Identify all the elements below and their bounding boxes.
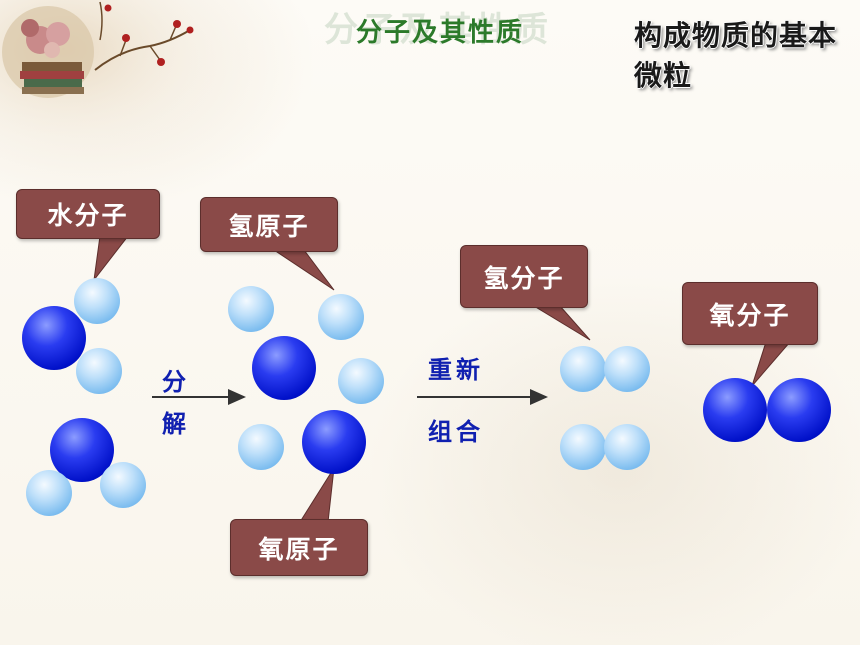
hydrogen-molecule-1-atom-a bbox=[560, 346, 606, 392]
callout-tail-hydrogen-molecule bbox=[532, 305, 591, 341]
decompose-label-line-1: 分 bbox=[162, 367, 190, 396]
callout-tail-water bbox=[93, 235, 130, 282]
recombine-label-line-1: 重新 bbox=[428, 355, 484, 384]
callout-oxygen-molecule: 氧分子 bbox=[682, 282, 818, 345]
callout-tail-hydrogen-atom bbox=[272, 249, 335, 291]
callout-hydrogen-atom: 氢原子 bbox=[200, 197, 338, 252]
water-2-hydrogen-right bbox=[100, 462, 146, 508]
oxygen-molecule-atom-b bbox=[767, 378, 831, 442]
hydrogen-molecule-1-atom-b bbox=[604, 346, 650, 392]
callout-tail-oxygen-atom bbox=[299, 467, 335, 523]
water-1-hydrogen-bottom bbox=[76, 348, 122, 394]
free-oxygen-atom-1 bbox=[252, 336, 316, 400]
subtitle-shadow-text: 分子及其性质 bbox=[324, 10, 552, 50]
slide-subtitle: 分子及其性质 bbox=[356, 18, 525, 48]
callout-oxygen-atom: 氧原子 bbox=[230, 519, 368, 576]
decorative-books-flowers-image bbox=[0, 0, 210, 140]
hydrogen-molecule-2-atom-b bbox=[604, 424, 650, 470]
free-oxygen-atom-2 bbox=[302, 410, 366, 474]
slide-title: 构成物质的基本微粒 bbox=[634, 19, 838, 92]
hydrogen-molecule-2-atom-a bbox=[560, 424, 606, 470]
callout-water-molecule: 水分子 bbox=[16, 189, 160, 239]
decompose-label-line-2: 解 bbox=[162, 409, 190, 438]
recombine-label-line-2: 组合 bbox=[428, 417, 484, 446]
water-2-hydrogen-left bbox=[26, 470, 72, 516]
callout-tail-oxygen-molecule bbox=[751, 341, 792, 387]
free-hydrogen-atom-2 bbox=[318, 294, 364, 340]
water-1-hydrogen-top bbox=[74, 278, 120, 324]
callout-hydrogen-molecule: 氢分子 bbox=[460, 245, 588, 308]
water-1-oxygen bbox=[22, 306, 86, 370]
free-hydrogen-atom-1 bbox=[228, 286, 274, 332]
free-hydrogen-atom-4 bbox=[238, 424, 284, 470]
oxygen-molecule-atom-a bbox=[703, 378, 767, 442]
free-hydrogen-atom-3 bbox=[338, 358, 384, 404]
